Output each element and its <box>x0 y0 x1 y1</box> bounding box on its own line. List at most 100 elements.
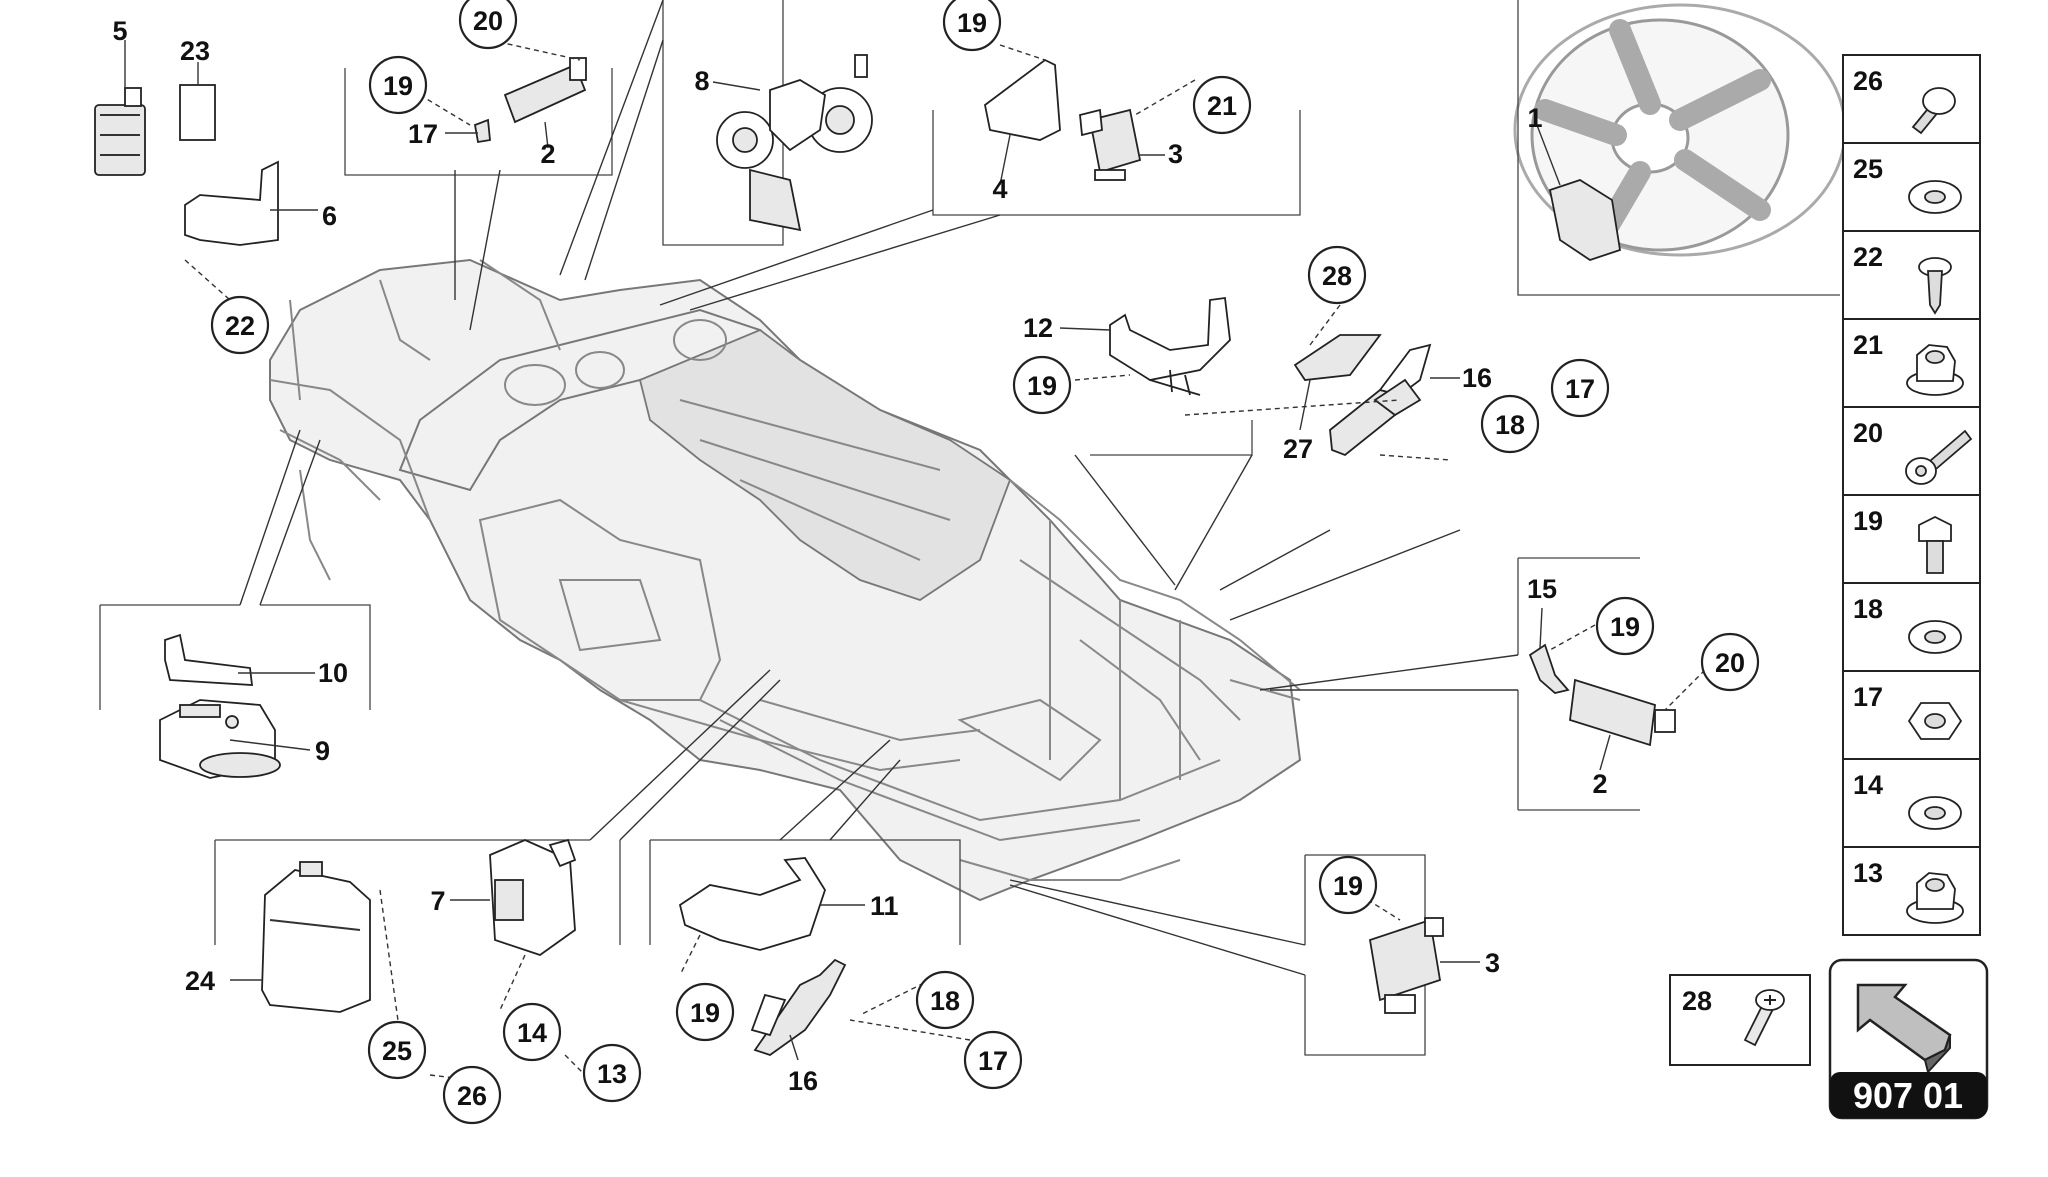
hardware-number: 18 <box>1853 594 1883 624</box>
callout-25: 25 <box>367 1020 427 1080</box>
hardware-row-21: 21 <box>1843 318 1980 396</box>
part-12-bracket <box>1109 296 1231 381</box>
hardware-number: 25 <box>1853 154 1883 184</box>
label-2-a: 2 <box>540 139 555 169</box>
clip-screw-icon <box>1918 257 1952 315</box>
part-24-control-unit <box>261 861 371 1013</box>
part-6-bracket <box>184 160 279 246</box>
hardware-row-14: 14 <box>1843 758 1980 830</box>
label-3-b: 3 <box>1485 948 1500 978</box>
hardware-row-25: 25 <box>1843 142 1980 214</box>
wheel-rim <box>1513 3 1847 261</box>
svg-text:17: 17 <box>1565 374 1595 404</box>
part-2-antenna-rear <box>1569 678 1676 747</box>
hardware-number: 17 <box>1853 682 1883 712</box>
part-9-siren <box>159 699 281 779</box>
hardware-number: 26 <box>1853 66 1883 96</box>
svg-text:20: 20 <box>1715 648 1745 678</box>
part-3-sensor <box>1079 108 1142 181</box>
svg-text:13: 13 <box>597 1059 627 1089</box>
callout-17-a: 17 <box>1550 358 1610 418</box>
label-24: 24 <box>185 966 215 996</box>
part-28-box: 28 <box>1669 974 1811 1066</box>
label-5: 5 <box>112 16 127 46</box>
part-7-relay <box>489 838 577 956</box>
hex-bolt-icon <box>1918 515 1952 574</box>
part-11-bracket <box>678 857 826 951</box>
callout-19-d: 19 <box>1595 596 1655 656</box>
hardware-list: 26 25 22 21 20 19 18 17 14 13 <box>1842 54 1981 936</box>
part-4-bracket <box>984 58 1061 141</box>
flange-nut-icon <box>1906 344 1964 396</box>
label-17-a: 17 <box>408 119 438 149</box>
label-7: 7 <box>430 886 445 916</box>
part-16-clip-lower <box>750 958 847 1056</box>
label-3-a: 3 <box>1168 139 1183 169</box>
callout-13: 13 <box>582 1043 642 1103</box>
part-27-plate <box>1293 334 1382 381</box>
label-1: 1 <box>1527 103 1542 133</box>
callout-18-b: 18 <box>915 970 975 1030</box>
hardware-row-20: 20 <box>1843 406 1980 485</box>
part-23-label-sticker <box>179 84 216 141</box>
svg-text:20: 20 <box>473 6 503 36</box>
hardware-number: 13 <box>1853 858 1883 888</box>
label-8: 8 <box>694 66 709 96</box>
callout-20-b: 20 <box>1700 632 1760 692</box>
label-10: 10 <box>318 658 348 688</box>
svg-text:18: 18 <box>1495 410 1525 440</box>
svg-text:19: 19 <box>1333 871 1363 901</box>
svg-text:19: 19 <box>957 8 987 38</box>
svg-text:14: 14 <box>517 1018 547 1048</box>
torx-bolt-icon <box>1743 989 1785 1047</box>
label-4: 4 <box>992 174 1007 204</box>
hardware-number: 14 <box>1853 770 1883 800</box>
hardware-row-22: 22 <box>1843 230 1980 315</box>
flange-nut-icon <box>1906 872 1964 924</box>
label-6: 6 <box>322 201 337 231</box>
label-2-b: 2 <box>1592 769 1607 799</box>
callout-19-f: 19 <box>675 982 735 1042</box>
callout-20-top: 20 <box>458 0 518 50</box>
part-12-feet <box>1149 369 1201 396</box>
long-bolt-icon <box>1905 429 1973 485</box>
hardware-row-13: 13 <box>1843 846 1980 924</box>
svg-text:19: 19 <box>383 71 413 101</box>
hardware-number: 22 <box>1853 242 1883 272</box>
washer-icon <box>1908 620 1962 654</box>
label-16-a: 16 <box>1462 363 1492 393</box>
hardware-row-17: 17 <box>1843 670 1980 740</box>
label-16-b: 16 <box>788 1066 818 1096</box>
svg-text:19: 19 <box>1610 612 1640 642</box>
svg-text:26: 26 <box>457 1081 487 1111</box>
group-frame-lines <box>99 0 1840 1056</box>
callout-19-a: 19 <box>368 55 428 115</box>
label-27: 27 <box>1283 434 1313 464</box>
callout-22: 22 <box>210 295 270 355</box>
hardware-number: 21 <box>1853 330 1883 360</box>
callout-19-e: 19 <box>1318 855 1378 915</box>
svg-text:28: 28 <box>1322 261 1352 291</box>
part-8-horn <box>716 54 873 232</box>
washer-icon <box>1908 180 1962 214</box>
label-23: 23 <box>180 36 210 66</box>
hardware-row-19: 19 <box>1843 494 1980 574</box>
hardware-row-18: 18 <box>1843 582 1980 654</box>
part-17-clip <box>473 118 491 144</box>
label-12: 12 <box>1023 313 1053 343</box>
diagram-number-box: 907 01 <box>1828 958 1989 1120</box>
svg-text:19: 19 <box>690 998 720 1028</box>
part-2-antenna <box>503 57 587 124</box>
callout-26: 26 <box>442 1065 502 1125</box>
label-9: 9 <box>315 736 330 766</box>
hex-nut-icon <box>1907 702 1963 740</box>
part-5-control-module <box>94 87 146 176</box>
callout-18-a: 18 <box>1480 394 1540 454</box>
svg-text:21: 21 <box>1207 91 1237 121</box>
label-15: 15 <box>1527 574 1557 604</box>
part-15-clip <box>1528 643 1570 694</box>
svg-text:25: 25 <box>382 1036 412 1066</box>
part-10-bracket <box>164 633 254 686</box>
callout-19-b: 19 <box>942 0 1002 52</box>
